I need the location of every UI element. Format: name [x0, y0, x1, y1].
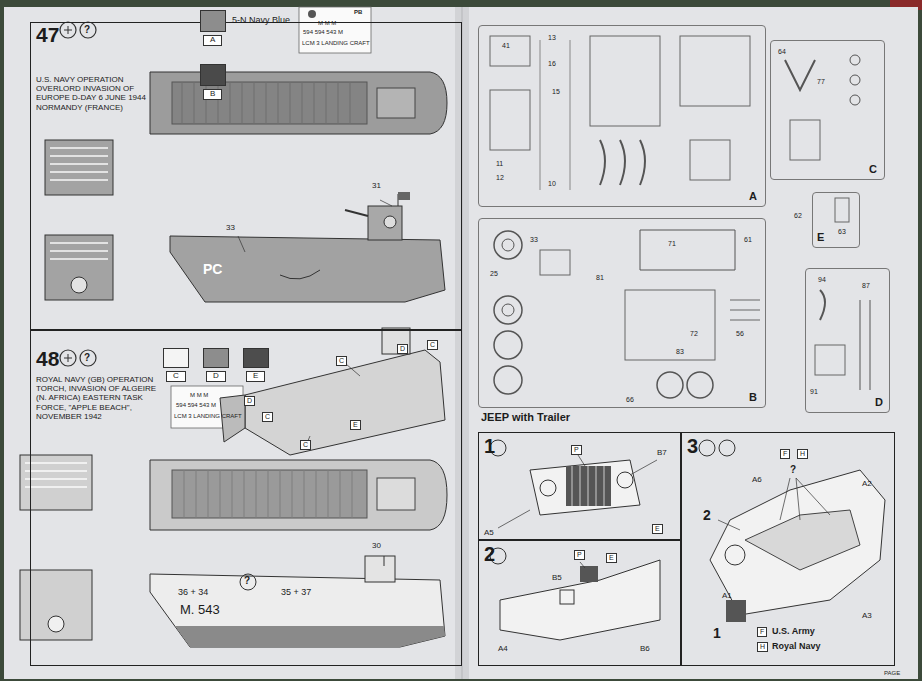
scheme-number: 48 — [36, 347, 59, 371]
label-text: PAGE — [884, 670, 900, 677]
swatch-letter: E — [246, 371, 265, 382]
callout-number: 36 + 34 — [178, 588, 208, 598]
callout-number: 11 — [496, 160, 503, 168]
callout-letter: P — [571, 445, 582, 455]
scheme-number: 2 — [484, 543, 495, 566]
label-text: ? — [84, 24, 90, 35]
scheme-description: ROYAL NAVY (GB) OPERATION TORCH, INVASIO… — [36, 375, 161, 421]
label-text: M. 543 — [180, 603, 220, 617]
callout-letter: D — [244, 396, 255, 406]
callout-number: 91 — [810, 388, 818, 396]
sprue-frame: E — [812, 192, 860, 248]
label-text: Royal Navy — [772, 642, 821, 652]
label-text: B6 — [640, 645, 650, 654]
callout-letter: F — [780, 449, 790, 459]
callout-number: 87 — [862, 282, 870, 290]
swatch-letter: D — [206, 371, 226, 382]
callout-letter: H — [757, 642, 768, 652]
callout-number: 35 + 37 — [281, 588, 311, 598]
callout-number: 30 — [372, 542, 381, 551]
callout-number: 63 — [838, 228, 846, 236]
callout-number: 25 — [490, 270, 498, 278]
sprue-frame: B — [478, 218, 766, 408]
callout-number: 56 — [736, 330, 744, 338]
swatch-letter: B — [203, 89, 222, 100]
callout-number: 33 — [226, 224, 235, 233]
sprue-letter: A — [749, 190, 757, 203]
label-text: A1 — [722, 592, 732, 601]
callout-letter: C — [300, 440, 311, 450]
label-text: M M M — [190, 392, 208, 399]
label-text: A5 — [484, 529, 494, 538]
callout-letter: C — [427, 340, 438, 350]
sprue-letter: D — [875, 396, 883, 409]
callout-number: 33 — [530, 236, 538, 244]
callout-number: 1 — [713, 626, 721, 641]
callout-letter: H — [797, 449, 808, 459]
label-text: A6 — [752, 476, 762, 485]
scheme-number: 47 — [36, 23, 59, 47]
scheme-description: U.S. NAVY OPERATION OVERLORD INVASION OF… — [36, 75, 154, 112]
label-text: B5 — [552, 574, 562, 583]
label-text: 5-N Navy Blue — [232, 16, 290, 26]
label-text: ? — [84, 352, 90, 363]
sprue-letter: C — [869, 163, 877, 176]
callout-number: 10 — [548, 180, 556, 188]
scheme-number: 3 — [687, 435, 698, 458]
callout-number: 16 — [548, 60, 556, 68]
label-text: 594 594 543 M — [303, 29, 343, 36]
label-text: ? — [790, 464, 796, 475]
label-text: A4 — [498, 645, 508, 654]
color-swatch — [200, 10, 226, 32]
callout-number: 64 — [778, 48, 786, 56]
label-text: M M M — [318, 20, 336, 27]
callout-number: 94 — [818, 276, 826, 284]
label-text: A2 — [862, 480, 872, 489]
callout-number: 31 — [372, 182, 381, 191]
callout-letter: F — [757, 627, 767, 637]
callout-letter: E — [606, 553, 617, 563]
color-swatch — [243, 348, 269, 368]
label-text: PB — [354, 9, 362, 16]
callout-letter: C — [262, 412, 273, 422]
callout-letter: P — [574, 550, 585, 560]
callout-letter: D — [397, 344, 408, 354]
swatch-letter: C — [166, 371, 186, 382]
callout-number: 66 — [626, 396, 634, 404]
callout-number: 72 — [690, 330, 698, 338]
callout-number: 15 — [552, 88, 560, 96]
callout-number: 12 — [496, 174, 504, 182]
sprue-letter: B — [749, 391, 757, 404]
callout-number: 81 — [596, 274, 604, 282]
label-text: LCM 3 LANDING CRAFT — [302, 40, 370, 47]
sprue-frame: C — [770, 40, 885, 180]
callout-number: 71 — [668, 240, 676, 248]
label-text: 594 594 543 M — [176, 402, 216, 409]
swatch-letter: A — [203, 35, 222, 46]
callout-number: 62 — [794, 212, 802, 220]
callout-number: 13 — [548, 34, 556, 42]
callout-number: 2 — [703, 508, 711, 523]
callout-number: 83 — [676, 348, 684, 356]
callout-number: 41 — [502, 42, 510, 50]
color-swatch — [203, 348, 229, 368]
callout-letter: C — [336, 356, 347, 366]
label-text: PC — [203, 262, 222, 277]
callout-letter: E — [652, 524, 663, 534]
scheme-number: 1 — [484, 435, 495, 458]
color-swatch — [200, 64, 226, 86]
callout-number: 61 — [744, 236, 752, 244]
callout-letter: E — [350, 420, 361, 430]
label-text: JEEP with Trailer — [481, 411, 570, 423]
label-text: A3 — [862, 612, 872, 621]
callout-number: 77 — [817, 78, 825, 86]
label-text: ? — [244, 575, 250, 586]
scheme-panel: 47U.S. NAVY OPERATION OVERLORD INVASION … — [30, 22, 462, 330]
color-swatch — [163, 348, 189, 368]
label-text: U.S. Army — [772, 627, 815, 637]
label-text: B7 — [657, 449, 667, 458]
sprue-letter: E — [817, 231, 824, 244]
label-text: LCM 3 LANDING CRAFT — [174, 413, 242, 420]
sprue-frame: A — [478, 25, 766, 207]
